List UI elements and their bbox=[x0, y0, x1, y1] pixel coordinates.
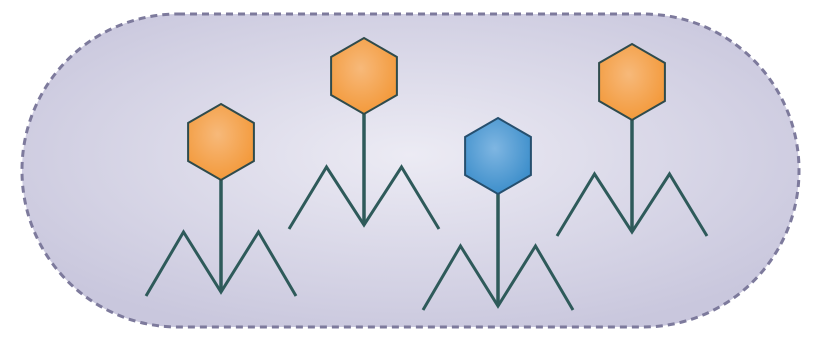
phage-4 bbox=[555, 42, 709, 237]
blue-phage-head bbox=[464, 116, 532, 196]
orange-phage-head bbox=[187, 102, 255, 182]
phage-1 bbox=[144, 102, 298, 297]
phage-3 bbox=[421, 116, 575, 311]
orange-phage-head bbox=[330, 36, 398, 116]
cell-container bbox=[20, 12, 801, 329]
phage-tail-fibers bbox=[555, 171, 709, 237]
orange-phage-head bbox=[598, 42, 666, 122]
phage-tail-fibers bbox=[287, 164, 441, 230]
phage-2 bbox=[287, 36, 441, 230]
phage-tail-fibers bbox=[421, 243, 575, 311]
phage-tail-fibers bbox=[144, 229, 298, 297]
phage-group bbox=[144, 36, 709, 311]
